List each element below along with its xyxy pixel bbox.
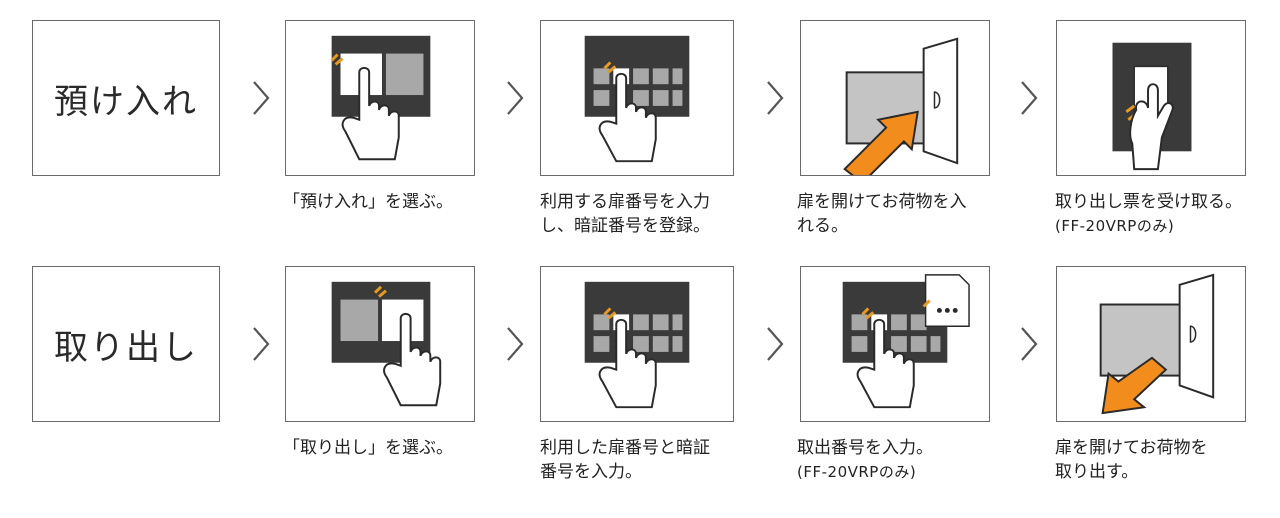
receipt-slip-icon [924,274,970,327]
model-note: (FF-20VRPのみ) [1055,217,1175,235]
chevron-right-icon [253,327,270,361]
tap-flash-icon [861,299,931,320]
orange-arrow-icon [843,110,919,175]
orange-arrow-icon [1101,356,1168,415]
tap-flash-icon [374,285,387,298]
deposit-label: 預け入れ [54,81,198,122]
deposit-step-2-caption: 利用する扉番号を入力 し、暗証番号を登録。 [540,192,710,236]
hand-pointer-icon [383,312,442,407]
hand-pointer-icon [341,66,400,161]
deposit-step-3-caption: 扉を開けてお荷物を入 れる。 [797,192,967,236]
hand-pointer-icon [1129,83,1174,171]
retrieve-step-3-caption: 取出番号を入力。 (FF-20VRPのみ) [797,436,933,484]
hand-pointer-icon [856,318,915,409]
door-icon [922,37,959,165]
deposit-step-2-illustration [540,20,734,176]
retrieve-label: 取り出し [54,327,198,368]
deposit-button [340,299,379,342]
model-note: (FF-20VRPのみ) [797,463,917,481]
tap-flash-icon [330,53,344,66]
retrieve-step-3-illustration [800,266,990,422]
retrieve-step-4-caption: 扉を開けてお荷物を 取り出す。 [1055,438,1208,482]
chevron-right-icon [767,327,784,361]
door-icon [1178,273,1215,399]
retrieve-step-1-caption: 「取り出し」を選ぶ。 [283,438,453,458]
deposit-step-4-caption: 取り出し票を受け取る。 (FF-20VRPのみ) [1055,190,1242,238]
chevron-right-icon [507,81,524,115]
deposit-label-box: 預け入れ [32,20,220,176]
deposit-step-1-illustration [285,20,475,176]
keypad-keys [851,314,941,352]
retrieve-button [385,53,424,96]
chevron-right-icon [253,81,270,115]
chevron-right-icon [1021,327,1038,361]
keypad-keys [593,314,683,352]
deposit-step-1-caption: 「預け入れ」を選ぶ。 [283,192,453,212]
chevron-right-icon [1021,81,1038,115]
retrieve-step-2-caption: 利用した扉番号と暗証 番号を入力。 [540,438,710,482]
deposit-step-4-illustration [1056,20,1246,176]
hand-pointer-icon [598,318,657,409]
retrieve-step-4-illustration [1056,266,1246,422]
tap-flash-icon [603,61,617,74]
retrieve-label-box: 取り出し [32,266,220,422]
chevron-right-icon [767,81,784,115]
keypad-keys [593,68,683,106]
tap-flash-icon [603,307,617,320]
retrieve-step-1-illustration [285,266,475,422]
deposit-step-3-illustration [800,20,990,176]
chevron-right-icon [507,327,524,361]
retrieve-step-2-illustration [540,266,734,422]
hand-pointer-icon [598,72,657,163]
